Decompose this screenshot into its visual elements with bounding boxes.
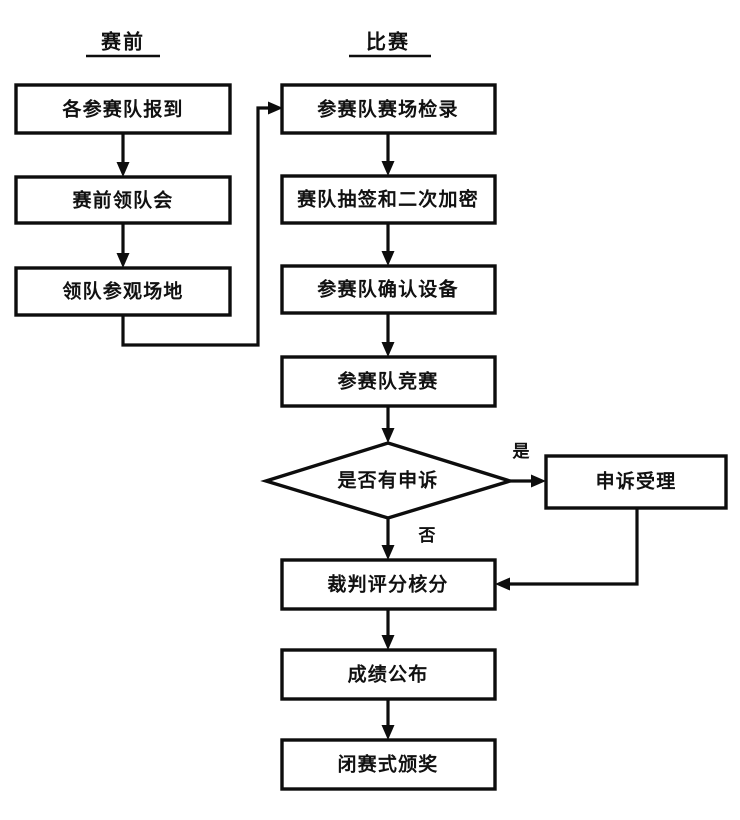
node-competition[interactable]: 参赛队竞赛 (280, 355, 497, 408)
phase-title-pre-label: 赛前 (100, 30, 145, 54)
edge-venuevisit-to-venueroll (121, 101, 283, 347)
edge-competition-to-appealcheck (381, 406, 395, 443)
edge-checkin-to-meeting (116, 133, 130, 177)
node-venue-visit[interactable]: 领队参观场地 (14, 266, 232, 317)
phase-title-pre: 赛前 (86, 30, 160, 58)
node-confirm-equip[interactable]: 参赛队确认设备 (280, 264, 497, 315)
edge-label-yes: 是 (513, 442, 530, 462)
edge-scoring-to-results (381, 609, 395, 650)
edge-appealcheck-no-to-scoring (381, 518, 395, 560)
node-venue-roll[interactable]: 参赛队赛场检录 (280, 83, 497, 135)
node-closing[interactable]: 闭赛式颁奖 (280, 738, 497, 791)
node-venue-visit-label: 领队参观场地 (62, 280, 183, 303)
node-appeal-accept-label: 申诉受理 (596, 470, 677, 493)
node-appeal-check[interactable]: 是否有申诉 (260, 441, 516, 520)
edge-venueroll-to-draw (381, 133, 395, 176)
node-draw-encrypt[interactable]: 赛队抽签和二次加密 (280, 174, 497, 225)
node-competition-label: 参赛队竞赛 (337, 370, 438, 393)
node-judge-scoring-label: 裁判评分核分 (327, 573, 448, 596)
edge-meeting-to-venuevisit (116, 223, 130, 268)
node-leader-meeting[interactable]: 赛前领队会 (14, 175, 232, 225)
edge-accept-to-scoring (495, 508, 639, 591)
node-draw-encrypt-label: 赛队抽签和二次加密 (296, 188, 479, 211)
node-results-label: 成绩公布 (348, 663, 429, 686)
edge-confirm-to-competition (381, 313, 395, 357)
node-appeal-check-label: 是否有申诉 (337, 469, 438, 492)
node-confirm-equip-label: 参赛队确认设备 (317, 278, 458, 301)
node-closing-label: 闭赛式颁奖 (337, 753, 438, 776)
node-venue-roll-label: 参赛队赛场检录 (317, 98, 458, 121)
node-results[interactable]: 成绩公布 (280, 648, 497, 701)
node-team-checkin-label: 各参赛队报到 (61, 98, 183, 121)
node-judge-scoring[interactable]: 裁判评分核分 (280, 558, 497, 611)
phase-title-match: 比赛 (349, 30, 431, 58)
edge-results-to-closing (381, 699, 395, 740)
node-team-checkin[interactable]: 各参赛队报到 (14, 83, 232, 135)
node-appeal-accept[interactable]: 申诉受理 (544, 454, 728, 510)
node-leader-meeting-label: 赛前领队会 (71, 189, 173, 212)
edge-draw-to-confirm (381, 223, 395, 266)
edge-label-no: 否 (418, 526, 436, 546)
phase-title-match-label: 比赛 (366, 30, 410, 54)
